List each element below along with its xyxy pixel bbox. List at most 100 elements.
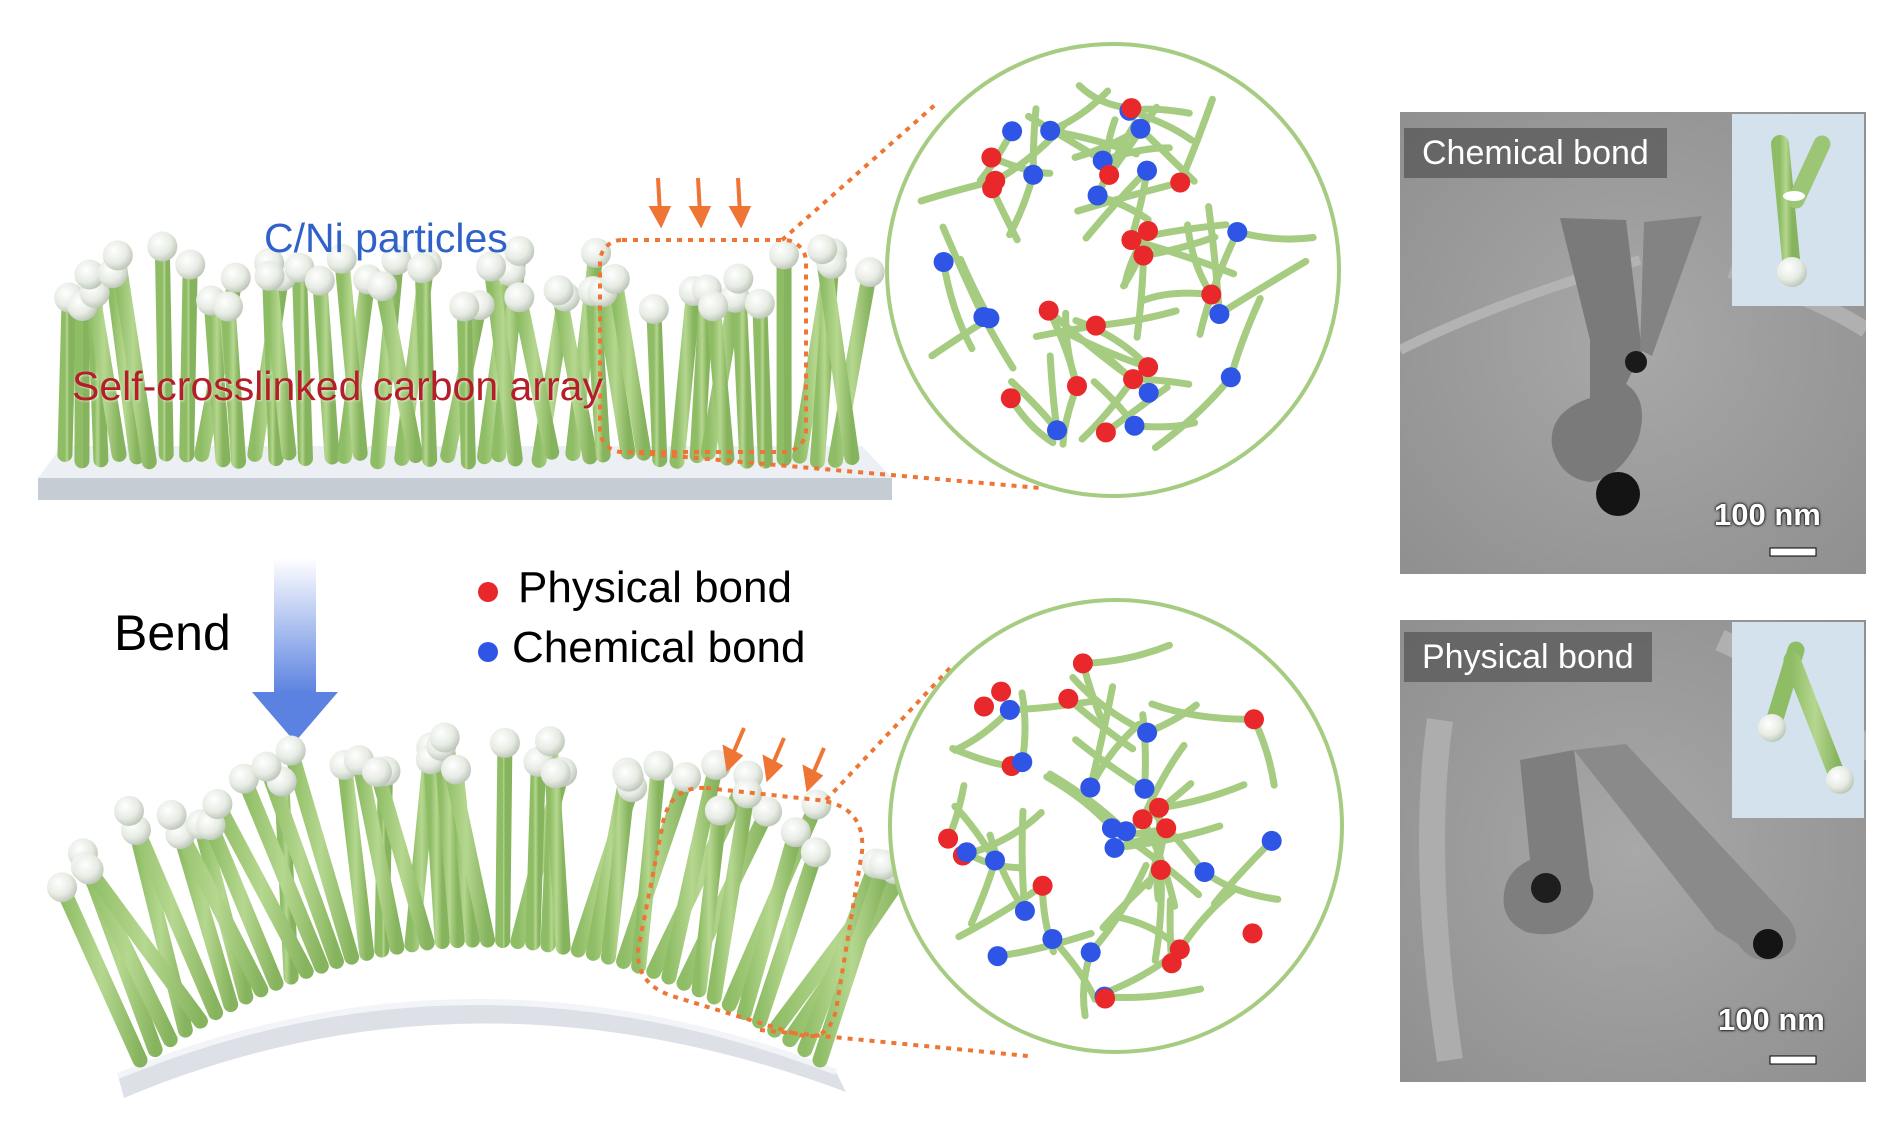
carbon-rod (495, 735, 513, 949)
physical-bond-dot (1161, 953, 1182, 974)
cni-particle (254, 260, 285, 291)
carbon-rod (456, 299, 476, 470)
physical-bond-dot (974, 696, 994, 717)
top-callout (598, 102, 1041, 490)
carbon-rod (551, 282, 598, 465)
cni-particle (47, 872, 78, 903)
cni-particle (367, 271, 398, 302)
chemical-bond-dot (1080, 777, 1101, 798)
cni-particle (698, 291, 729, 322)
self-crosslinked-array-label: Self-crosslinked carbon array (72, 363, 603, 409)
cni-particle (489, 727, 520, 758)
carbon-rod (312, 273, 340, 465)
legend-physical-dot (478, 582, 498, 602)
cni-particle (801, 789, 832, 820)
flat-carbon-rods (57, 239, 878, 470)
chemical-bond-dot (1227, 222, 1248, 242)
flat-cni-particles (54, 231, 885, 325)
cni-particle (807, 234, 838, 265)
carbon-fiber (1215, 257, 1310, 318)
bottom-network-zoom (888, 598, 1344, 1054)
chemical-bond-dot (1138, 382, 1159, 403)
chemical-bond-dot (1014, 900, 1035, 921)
carbon-rod (291, 260, 313, 466)
physical-bond-dot (1095, 988, 1116, 1009)
cni-particle (504, 235, 535, 266)
top-callout-box (598, 238, 808, 454)
chemical-bond-dot (987, 946, 1008, 967)
cni-particle (381, 245, 412, 276)
carbon-rod (797, 855, 884, 1058)
bottom-network-bonds (938, 653, 1282, 1009)
carbon-rod (374, 278, 424, 464)
carbon-rod (154, 239, 174, 462)
cni-particle (156, 799, 187, 830)
top-network-zoom (885, 42, 1341, 498)
cni-particle (202, 789, 233, 820)
legend-chemical-dot (478, 642, 498, 662)
carbon-rod (814, 241, 860, 466)
carbon-fiber (1074, 179, 1184, 215)
carbon-rod (54, 879, 148, 1068)
chemical-bond-dot (1042, 929, 1063, 949)
carbon-rod (369, 764, 435, 951)
chemical-bond-dot (1080, 942, 1101, 963)
carbon-rod (525, 754, 546, 951)
tem-physical-title: Physical bond (1404, 632, 1652, 682)
carbon-fiber (1045, 307, 1130, 378)
cni-particle (228, 763, 259, 794)
tem1-inset (1732, 114, 1864, 306)
carbon-rod (351, 752, 405, 955)
chemical-bond-dot (956, 842, 977, 863)
carbon-rod (236, 771, 329, 974)
cni-particle (213, 291, 244, 322)
chemical-bond-dot (1012, 752, 1033, 773)
physical-bond-dot (1244, 709, 1264, 730)
carbon-rod (81, 861, 208, 1029)
cni-particle (671, 762, 702, 793)
top-force-arrows (648, 177, 752, 229)
cni-particle (854, 257, 885, 288)
cni-particle (732, 778, 763, 809)
chemical-bond-dot (1209, 304, 1230, 324)
chemical-bond-dot (1002, 121, 1023, 142)
carbon-rod (203, 293, 231, 468)
cni-particle (102, 240, 133, 271)
carbon-fiber (1148, 700, 1258, 723)
cni-particle (73, 854, 104, 885)
chemical-bond-dot (1261, 830, 1282, 851)
carbon-rod (600, 769, 637, 965)
cni-particle (599, 263, 630, 294)
physical-bond-dot (1149, 797, 1169, 818)
chemical-bond-dot (979, 308, 1000, 329)
carbon-rod (483, 259, 523, 467)
tem1-particle-small (1625, 351, 1647, 373)
physical-bond-dot (1170, 172, 1191, 193)
cni-particle (800, 837, 831, 868)
cni-particle (643, 750, 674, 781)
physical-bond-dot (938, 828, 959, 849)
carbon-rod (121, 803, 224, 1021)
cni-particle (704, 795, 735, 826)
cni-particle (723, 263, 754, 294)
carbon-rod (631, 758, 666, 974)
physical-bond-dot (1099, 164, 1120, 185)
chemical-bond-dot (1023, 164, 1044, 185)
legend-chemical-label: Chemical bond (512, 623, 806, 672)
carbon-rod (669, 283, 702, 469)
physical-bond-dot (1138, 221, 1158, 241)
cni-particle (476, 251, 507, 282)
tem1-particle-large (1596, 472, 1640, 516)
cni-particle (752, 796, 783, 827)
top-network-bonds (933, 98, 1248, 443)
cni-particle (543, 275, 574, 306)
tem-chemical-scalebar: 100 nm (1714, 497, 1821, 532)
cni-particle (429, 722, 460, 753)
carbon-fiber (1205, 203, 1223, 318)
carbon-fiber (1087, 861, 1150, 956)
physical-bond-dot (1121, 98, 1142, 119)
carbon-rod (691, 803, 728, 998)
physical-bond-dot (1095, 422, 1116, 443)
bottom-callout (635, 666, 1029, 1058)
